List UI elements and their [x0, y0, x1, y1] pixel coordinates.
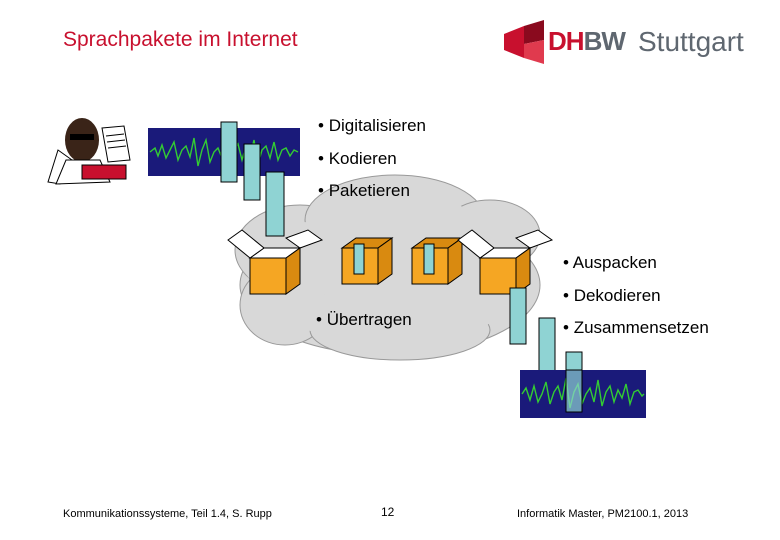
step-receive-1: Auspacken: [563, 253, 657, 273]
step-receive-3: Zusammensetzen: [563, 318, 709, 338]
step-transfer: Übertragen: [316, 310, 412, 330]
step-send-3: Paketieren: [318, 181, 410, 201]
footer-program: Informatik Master, PM2100.1, 2013: [517, 508, 688, 520]
footer-course: Kommunikationssysteme, Teil 1.4, S. Rupp: [63, 508, 272, 520]
phone-caller-icon: [48, 118, 130, 184]
step-receive-2: Dekodieren: [563, 286, 661, 306]
audio-waveform-icon: [520, 370, 646, 418]
step-send-2: Kodieren: [318, 149, 397, 169]
page-number: 12: [381, 505, 394, 519]
step-send-1: Digitalisieren: [318, 116, 426, 136]
